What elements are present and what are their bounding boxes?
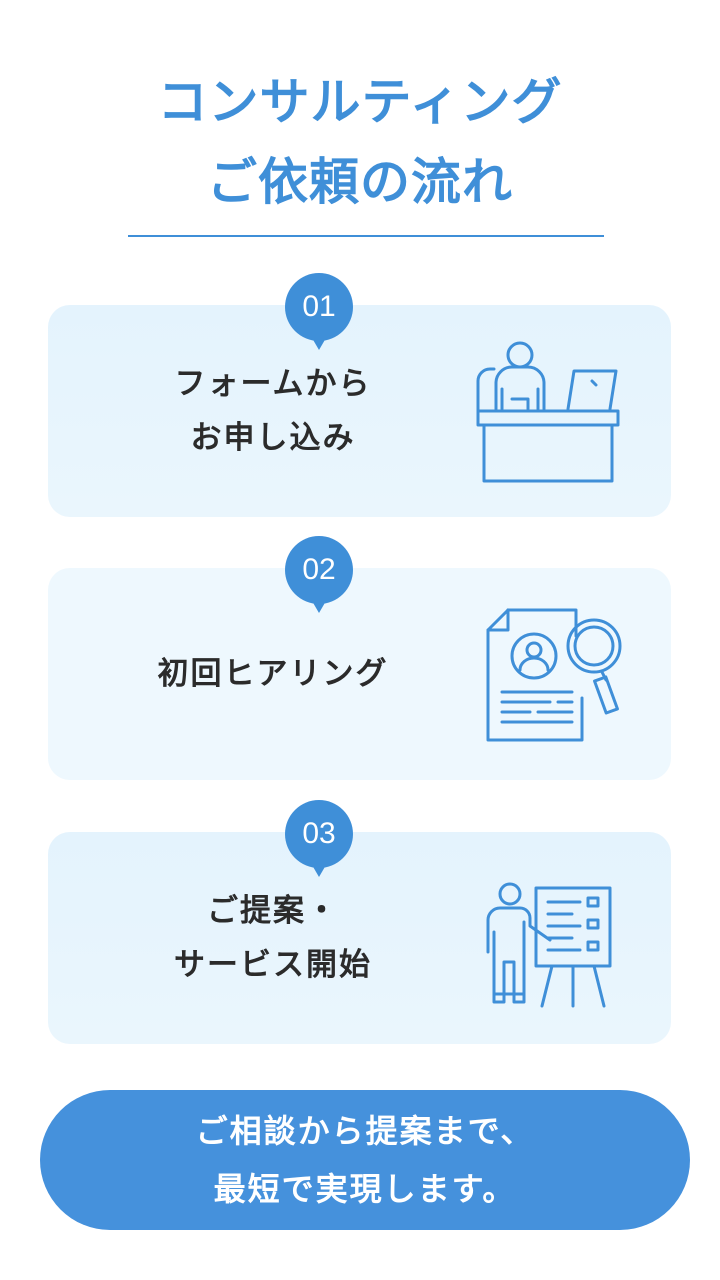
step-1-line-1: フォームから: [174, 366, 372, 402]
title-divider: [128, 235, 604, 237]
step-3-text: ご提案・ サービス開始: [108, 832, 438, 1044]
step-badge-1: 01: [285, 273, 353, 350]
step-3-line-2: サービス開始: [174, 947, 372, 983]
cta-line-2: 最短で実現します。: [213, 1170, 517, 1208]
step-2-line-1: 初回ヒアリング: [157, 656, 389, 692]
step-2-text: 初回ヒアリング: [108, 568, 438, 780]
title-line-2: ご依頼の流れ: [207, 153, 513, 211]
step-card-1: フォームから お申し込み 01: [48, 273, 671, 517]
step-badge-3: 03: [285, 800, 353, 877]
step-card-2: 初回ヒアリング 02: [48, 536, 671, 780]
step-card-3: ご提案・ サービス開始 03: [48, 800, 671, 1044]
cta-banner: ご相談から提案まで、 最短で実現します。: [40, 1090, 690, 1230]
cta-line-1: ご相談から提案まで、: [195, 1112, 535, 1150]
presentation-board-icon: [486, 882, 612, 1008]
step-3-line-1: ご提案・: [207, 893, 339, 929]
step-1-text: フォームから お申し込み: [108, 305, 438, 517]
document-magnifier-icon: [486, 608, 622, 742]
step-badge-2: 02: [285, 536, 353, 613]
step-1-line-2: お申し込み: [190, 420, 356, 456]
title-line-1: コンサルティング: [157, 73, 563, 131]
desk-laptop-person-icon: [476, 341, 620, 483]
page-title: コンサルティング ご依頼の流れ: [0, 62, 720, 222]
